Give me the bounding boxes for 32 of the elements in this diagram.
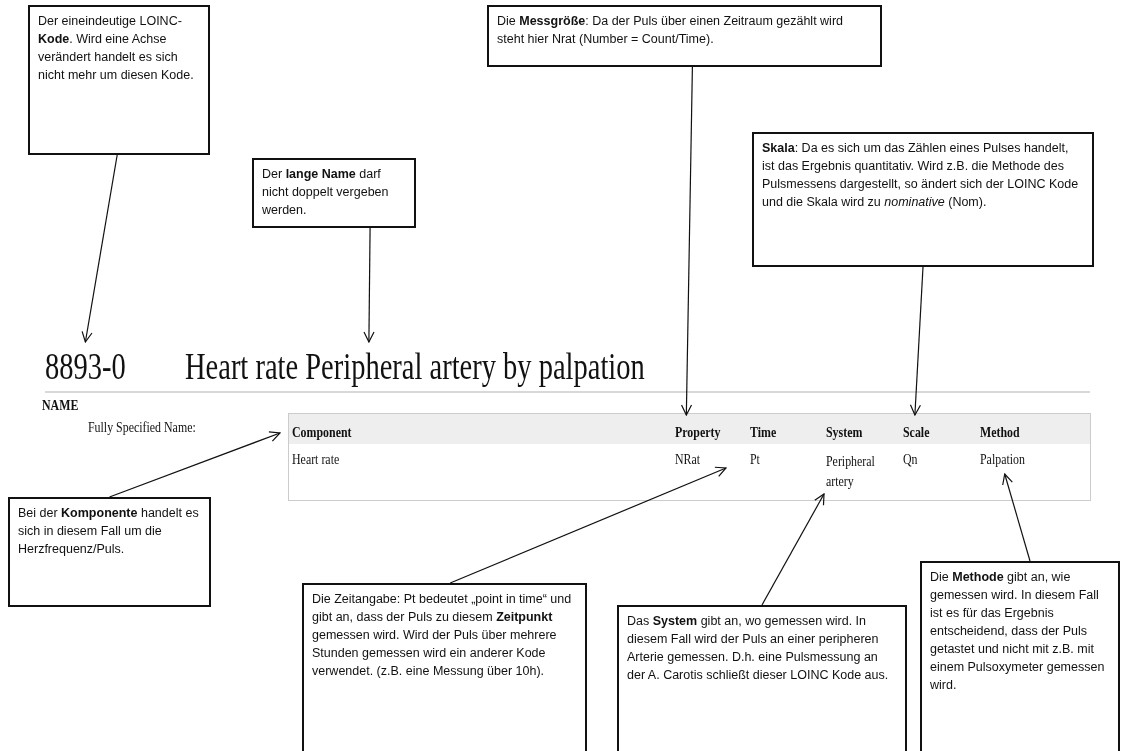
table-cell: Heart rate	[292, 452, 340, 468]
heading-text: Heart rate Peripheral artery by palpation	[185, 346, 645, 386]
table-cell: Pt	[750, 452, 760, 468]
table-header: Property	[675, 425, 721, 441]
leader-line	[363, 227, 375, 343]
leader-line	[761, 493, 825, 606]
leader-line	[449, 466, 727, 584]
table-header: System	[826, 425, 863, 441]
table-header: Method	[980, 425, 1020, 441]
table-cell: Palpation	[980, 452, 1025, 468]
leader-line	[81, 154, 118, 343]
callout-box: Die Methode gibt an, wie gemessen wird. In diesem Fall ist es für das Ergebnis entscheidend, dass der Puls getastet und nicht mit z.B. mit einem Pulsoxymeter gemessen wird.	[920, 561, 1120, 751]
callout-box: Der eineindeutige LOINC-Kode. Wird eine Achse verändert handelt es sich nicht mehr um diesen Kode.	[28, 5, 210, 155]
leader-line	[909, 266, 924, 416]
leader-line	[1002, 473, 1031, 562]
callout-box: Der lange Name darf nicht doppelt vergeben werden.	[252, 158, 416, 228]
callout-box: Die Zeitangabe: Pt bedeutet „point in time“ und gibt an, dass der Puls zu diesem Zeitpunkt gemessen wird. Wird der Puls über mehrere Stunden gemessen wird ein anderer Kode verwendet. (z.B. eine Messung über 10h).	[302, 583, 587, 751]
table-cell: Peripheral artery	[826, 452, 883, 492]
heading-text: 8893-0	[45, 346, 126, 386]
leader-line	[108, 431, 281, 498]
table-cell: Qn	[903, 452, 918, 468]
callout-box: Die Messgröße: Da der Puls über einen Zeitraum gezählt wird steht hier Nrat (Number = Count/Time).	[487, 5, 882, 67]
callout-box: Bei der Komponente handelt es sich in diesem Fall um die Herzfrequenz/Puls.	[8, 497, 211, 607]
callout-box: Skala: Da es sich um das Zählen eines Pulses handelt, ist das Ergebnis quantitativ. Wird z.B. die Methode des Pulsmessens dargestellt, so ändert sich der LOINC Kode und die Skala wird zu nominative (Nom).	[752, 132, 1094, 267]
table-header: Component	[292, 425, 352, 441]
table-cell: NRat	[675, 452, 701, 468]
section-heading: NAME	[42, 398, 79, 414]
field-label: Fully Specified Name:	[88, 420, 196, 436]
table-header: Time	[750, 425, 777, 441]
table-header: Scale	[903, 425, 930, 441]
callout-box: Das System gibt an, wo gemessen wird. In diesem Fall wird der Puls an einer peripheren Arterie gemessen. D.h. eine Pulsmessung an der A. Carotis schließt dieser LOINC Kode aus.	[617, 605, 907, 751]
leader-line	[680, 66, 693, 416]
